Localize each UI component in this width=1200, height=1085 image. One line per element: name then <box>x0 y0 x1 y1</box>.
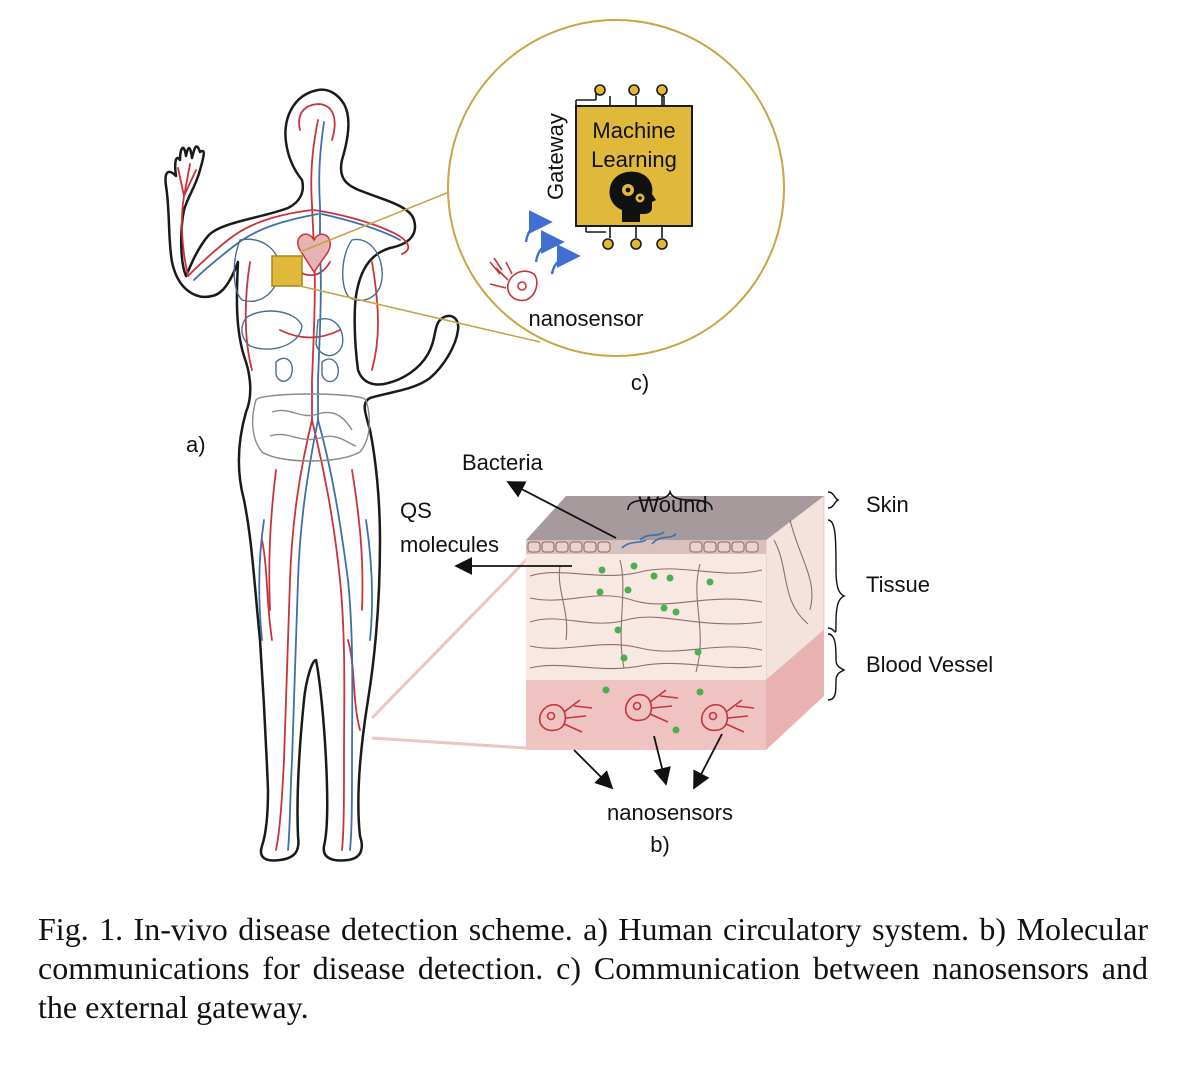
disease-detection-figure: a) Machine Learning Gateway <box>164 19 993 862</box>
panel-a-label: a) <box>186 432 206 457</box>
signal-arrows <box>524 210 581 275</box>
zoom-line-bottom <box>299 285 541 343</box>
bacteria-label: Bacteria <box>462 450 543 475</box>
annotation-arrows <box>454 481 723 790</box>
blood-vessel-label: Blood Vessel <box>866 652 993 677</box>
blood-vessel-front-face <box>526 680 766 750</box>
tissue-brace <box>827 519 846 633</box>
wound-brace <box>627 489 713 511</box>
gateway-label: Gateway <box>543 113 568 200</box>
body-outline <box>164 88 460 862</box>
qs-label-line2: molecules <box>400 532 499 557</box>
tissue-label: Tissue <box>866 572 930 597</box>
brain-gear-icon <box>609 171 656 222</box>
ml-label-line2: Learning <box>591 147 677 172</box>
nanosensor-label: nanosensor <box>529 306 644 331</box>
skin-label: Skin <box>866 492 909 517</box>
qs-molecules <box>596 562 714 734</box>
panel-b-label: b) <box>650 832 670 857</box>
nanosensor-icon <box>489 257 538 302</box>
ml-label-line1: Machine <box>592 118 675 143</box>
nanosensors-label: nanosensors <box>607 800 733 825</box>
leg-zoom-line-bottom <box>371 736 527 750</box>
gateway-zoom-panel: Machine Learning Gateway nanosensor c) <box>447 19 785 395</box>
leg-zoom-line-top <box>370 550 536 720</box>
blood-vessel-brace <box>827 633 846 701</box>
bacteria-cluster <box>621 531 677 549</box>
chip-pins <box>575 84 668 250</box>
implanted-gateway-chip <box>271 255 303 287</box>
intestines <box>251 393 371 462</box>
blood-side-face <box>766 630 824 750</box>
blood-nanosensors <box>538 689 755 733</box>
skin-cells <box>527 541 759 553</box>
tissue-fibers <box>529 519 813 673</box>
skin-brace <box>827 491 840 509</box>
wound-label: Wound <box>638 492 707 517</box>
tissue-block <box>526 495 825 750</box>
panel-c-label: c) <box>631 370 649 395</box>
figure-caption: Fig. 1. In-vivo disease detection scheme… <box>38 911 1148 1025</box>
qs-label-line1: QS <box>400 498 432 523</box>
human-body-illustration <box>164 88 460 862</box>
organs <box>233 238 383 383</box>
